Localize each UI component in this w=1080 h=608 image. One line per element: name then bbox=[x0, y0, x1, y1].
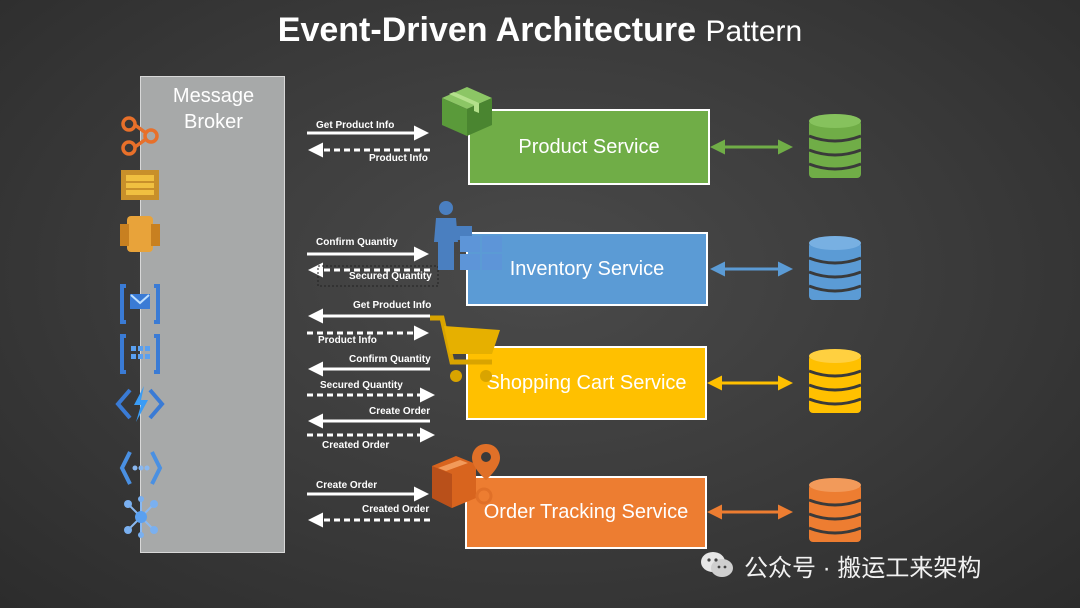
order-tracking-service-label: Order Tracking Service bbox=[483, 501, 689, 523]
worker-boxes-icon bbox=[434, 201, 502, 270]
label-cart-get-product-info: Get Product Info bbox=[353, 300, 432, 311]
service-bus-icon bbox=[120, 284, 160, 324]
label-cart-confirm-quantity: Confirm Quantity bbox=[349, 354, 431, 365]
event-bridge-icon bbox=[121, 116, 159, 156]
inventory-db-icon bbox=[808, 236, 862, 300]
wechat-icon bbox=[701, 552, 733, 577]
label-cart-product-info: Product Info bbox=[318, 335, 377, 346]
label-create-order: Create Order bbox=[316, 480, 378, 491]
label-created-order: Created Order bbox=[362, 504, 430, 515]
product-service-label: Product Service bbox=[518, 135, 660, 158]
shopping-cart-icon bbox=[430, 315, 500, 382]
event-grid-icon bbox=[115, 386, 165, 422]
label-cart-create-order: Create Order bbox=[369, 406, 431, 417]
product-db-icon bbox=[808, 114, 862, 178]
order-db-icon bbox=[808, 478, 862, 542]
eventarc-icon bbox=[124, 496, 158, 538]
event-hub-icon bbox=[120, 334, 160, 374]
sns-icon bbox=[120, 216, 160, 252]
inventory-service-box: Inventory Service bbox=[466, 232, 708, 306]
order-tracking-service-box: Order Tracking Service bbox=[465, 476, 707, 549]
inventory-service-label: Inventory Service bbox=[509, 257, 665, 280]
sqs-icon bbox=[121, 170, 159, 200]
message-broker: Message Broker bbox=[140, 76, 285, 553]
pubsub-icon bbox=[119, 451, 163, 485]
label-secured-quantity: Secured Quantity bbox=[349, 271, 432, 282]
label-confirm-quantity: Confirm Quantity bbox=[316, 237, 398, 248]
watermark-text: 公众号 · 搬运工来架构 bbox=[744, 554, 982, 582]
secured-quantity-selection-box bbox=[317, 265, 439, 287]
label-cart-secured-quantity: Secured Quantity bbox=[320, 380, 403, 391]
watermark: 公众号 · 搬运工来架构 bbox=[700, 548, 981, 582]
title-suffix: Pattern bbox=[705, 15, 803, 48]
order-location-icon bbox=[432, 444, 500, 508]
message-broker-label: Message Broker bbox=[172, 85, 255, 133]
label-cart-created-order: Created Order bbox=[322, 440, 390, 451]
page-title: Event-Driven Architecture Pattern bbox=[0, 8, 1080, 54]
shopping-cart-service-box: Shopping Cart Service bbox=[466, 346, 707, 420]
title-main: Event-Driven Architecture bbox=[277, 11, 696, 49]
product-service-box: Product Service bbox=[468, 109, 710, 185]
package-icon bbox=[442, 87, 492, 136]
cart-db-icon bbox=[808, 349, 862, 413]
shopping-cart-service-label: Shopping Cart Service bbox=[486, 371, 687, 394]
label-get-product-info: Get Product Info bbox=[316, 120, 395, 131]
label-product-info: Product Info bbox=[369, 153, 428, 164]
